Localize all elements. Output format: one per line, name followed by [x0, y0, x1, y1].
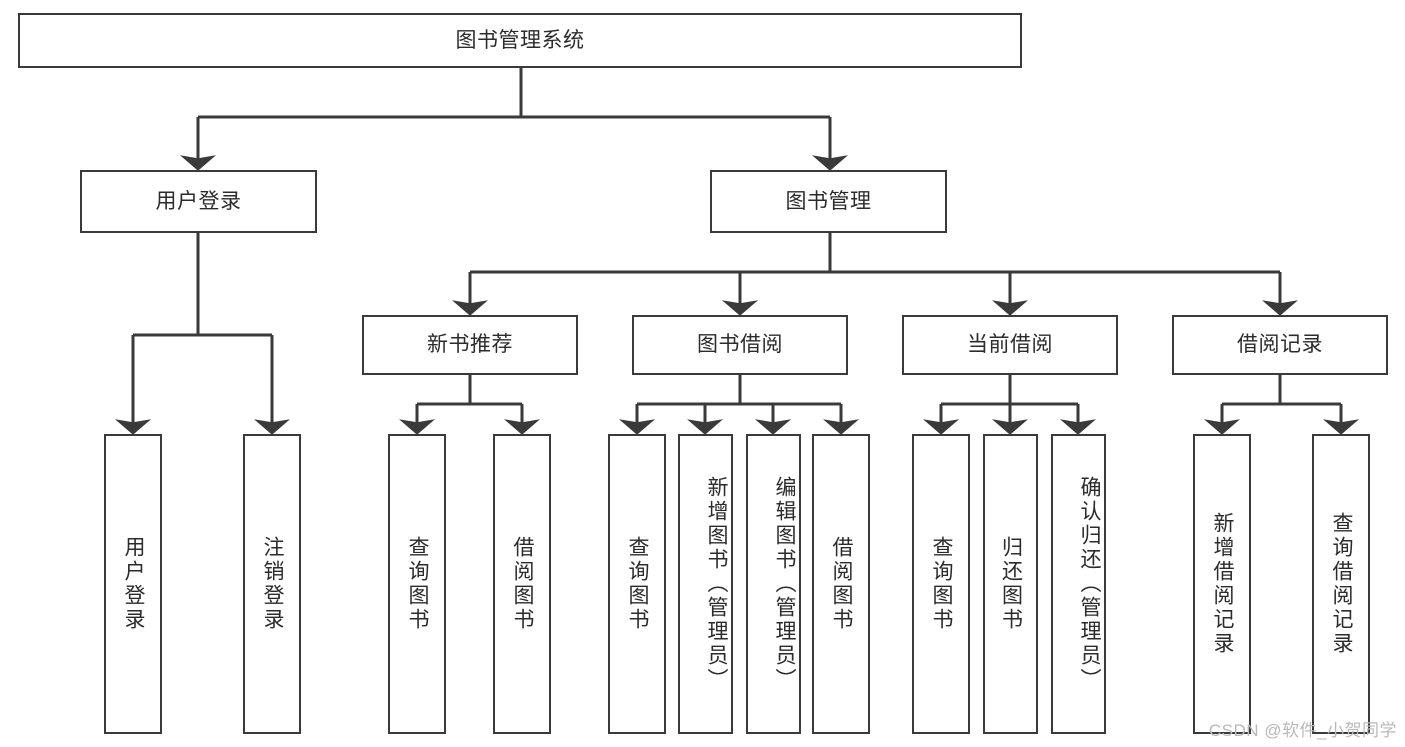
node-leaf-borrow-book-2[interactable]: 借阅图书 — [812, 434, 870, 734]
node-book-borrow-label: 图书借阅 — [697, 333, 783, 357]
node-leaf-return-book[interactable]: 归还图书 — [983, 434, 1038, 734]
node-leaf-query-book-1[interactable]: 查询图书 — [388, 434, 446, 734]
node-leaf-add-record[interactable]: 新增借阅记录 — [1193, 434, 1251, 734]
node-leaf-logout-login-label: 注销登录 — [261, 536, 284, 632]
node-leaf-add-book[interactable]: 新增图书（管理员） — [678, 434, 733, 734]
node-borrow-record-label: 借阅记录 — [1237, 333, 1323, 357]
node-leaf-confirm-return-label: 确认归还（管理员） — [1078, 476, 1101, 692]
node-leaf-borrow-book-1[interactable]: 借阅图书 — [493, 434, 551, 734]
node-leaf-edit-book-label: 编辑图书（管理员） — [773, 476, 796, 692]
node-new-book-recommend[interactable]: 新书推荐 — [362, 315, 578, 375]
node-user-login-label: 用户登录 — [155, 189, 242, 213]
node-root[interactable]: 图书管理系统 — [18, 13, 1022, 68]
node-leaf-query-book-3-label: 查询图书 — [930, 536, 953, 632]
node-leaf-borrow-book-1-label: 借阅图书 — [511, 536, 534, 632]
watermark-text: CSDN @软件_小贺同学 — [1208, 721, 1397, 740]
node-leaf-add-book-label: 新增图书（管理员） — [705, 476, 728, 692]
node-leaf-query-book-3[interactable]: 查询图书 — [912, 434, 970, 734]
node-leaf-logout-login[interactable]: 注销登录 — [243, 434, 301, 734]
node-user-login[interactable]: 用户登录 — [80, 170, 317, 233]
node-book-borrow[interactable]: 图书借阅 — [632, 315, 848, 375]
node-leaf-query-record[interactable]: 查询借阅记录 — [1312, 434, 1370, 734]
node-leaf-query-book-2[interactable]: 查询图书 — [608, 434, 666, 734]
node-new-book-recommend-label: 新书推荐 — [427, 333, 513, 357]
node-current-borrow-label: 当前借阅 — [967, 333, 1053, 357]
node-book-manage[interactable]: 图书管理 — [710, 170, 947, 233]
node-leaf-query-book-2-label: 查询图书 — [626, 536, 649, 632]
node-root-label: 图书管理系统 — [455, 28, 585, 52]
node-leaf-query-record-label: 查询借阅记录 — [1330, 512, 1353, 656]
node-book-manage-label: 图书管理 — [785, 189, 872, 213]
node-leaf-user-login[interactable]: 用户登录 — [104, 434, 162, 734]
node-leaf-return-book-label: 归还图书 — [999, 536, 1023, 632]
node-leaf-edit-book[interactable]: 编辑图书（管理员） — [746, 434, 801, 734]
node-leaf-user-login-label: 用户登录 — [122, 536, 145, 632]
node-current-borrow[interactable]: 当前借阅 — [902, 315, 1118, 375]
node-leaf-confirm-return[interactable]: 确认归还（管理员） — [1051, 434, 1106, 734]
node-borrow-record[interactable]: 借阅记录 — [1172, 315, 1388, 375]
node-leaf-add-record-label: 新增借阅记录 — [1211, 512, 1234, 656]
node-leaf-borrow-book-2-label: 借阅图书 — [830, 536, 853, 632]
node-leaf-query-book-1-label: 查询图书 — [406, 536, 429, 632]
